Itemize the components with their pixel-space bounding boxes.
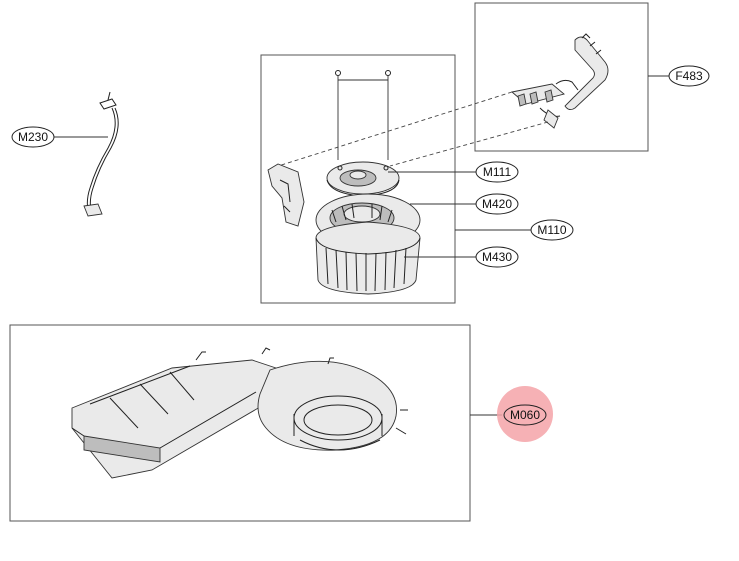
m430-label: M430 [482, 250, 512, 264]
wire-harness-part[interactable] [83, 91, 119, 217]
hose-assembly-part[interactable] [511, 33, 609, 129]
m111-callout[interactable]: M111 [475, 161, 519, 183]
fan-housing-part[interactable] [315, 221, 421, 295]
alignment-dash-upper [271, 91, 513, 169]
m230-callout[interactable]: M230 [11, 126, 55, 148]
m420-callout[interactable]: M420 [475, 193, 519, 215]
f483-label: F483 [675, 69, 703, 83]
m111-label: M111 [483, 165, 512, 179]
m060-callout[interactable]: M060 [503, 404, 547, 426]
m060-label: M060 [510, 408, 540, 422]
m060-highlight-marker [497, 386, 553, 442]
motor-cap-part[interactable] [326, 161, 400, 197]
duct-housing-part[interactable] [71, 347, 408, 479]
m060-group-box [9, 324, 471, 522]
m110-callout[interactable]: M110 [530, 219, 574, 241]
m230-label: M230 [18, 130, 48, 144]
f483-group-box [474, 2, 649, 152]
screws-part[interactable] [335, 70, 391, 161]
m110-label: M110 [537, 223, 566, 237]
m430-callout[interactable]: M430 [475, 246, 519, 268]
m420-label: M420 [482, 197, 512, 211]
alignment-dash-lower [389, 121, 549, 167]
motor-bracket-part[interactable] [267, 163, 305, 227]
m110-group-box [260, 54, 456, 304]
f483-callout[interactable]: F483 [668, 65, 710, 87]
